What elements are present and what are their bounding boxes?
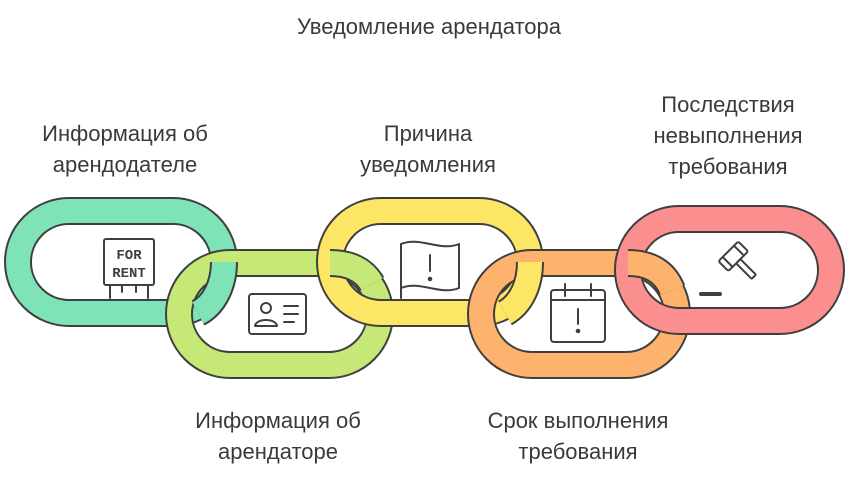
flag-exclamation-dot: [427, 276, 433, 282]
overlap-fill: [191, 261, 236, 324]
card-avatar-head: [260, 302, 272, 314]
link-overlap-lime: [329, 249, 385, 292]
gavel-head-band-left: [721, 255, 734, 268]
gavel-head-band-right: [733, 244, 745, 257]
sign-text-line-1: FOR: [116, 248, 142, 264]
label-line: Информация об: [195, 408, 361, 433]
overlap-fill: [627, 251, 684, 296]
label-notice-reason: Причина уведомления: [318, 118, 538, 180]
gavel-icon: [699, 241, 757, 296]
calendar-alert-icon: [550, 283, 606, 343]
label-deadline: Срок выполнения требования: [465, 405, 691, 467]
label-line: Срок выполнения: [487, 408, 669, 433]
label-consequences: Последствия невыполнения требования: [618, 89, 838, 182]
label-line: уведомления: [360, 152, 496, 177]
id-card-icon: [248, 293, 307, 335]
flag-shape: [400, 240, 460, 292]
warning-flag-icon: [400, 240, 460, 299]
label-line: Причина: [383, 121, 473, 146]
card-frame: [248, 293, 307, 335]
card-avatar-body: [254, 319, 278, 327]
label-tenant-info: Информация об арендаторе: [165, 405, 391, 467]
label-line: требования: [518, 439, 638, 464]
overlap-fill: [329, 251, 383, 291]
sign-text-line-2: RENT: [112, 266, 146, 282]
label-line: арендаторе: [218, 439, 338, 464]
label-line: невыполнения: [653, 123, 803, 148]
sign-board: [103, 238, 155, 286]
gavel-handle: [735, 258, 757, 280]
label-line: Информация об: [42, 121, 208, 146]
label-line: Последствия: [661, 92, 795, 117]
calendar-frame: [550, 289, 606, 343]
overlap-fill: [498, 261, 542, 324]
for-rent-sign-icon: FOR RENT: [103, 238, 155, 299]
label-landlord-info: Информация об арендодателе: [12, 118, 238, 180]
label-line: арендодателе: [52, 152, 198, 177]
link-overlap-orange: [627, 249, 686, 296]
link-overlap-green: [190, 261, 238, 326]
diagram-title: Уведомление арендатора: [297, 14, 561, 39]
link-overlap-yellow: [497, 261, 544, 326]
calendar-exclamation-dot: [575, 328, 581, 334]
label-line: требования: [668, 154, 788, 179]
